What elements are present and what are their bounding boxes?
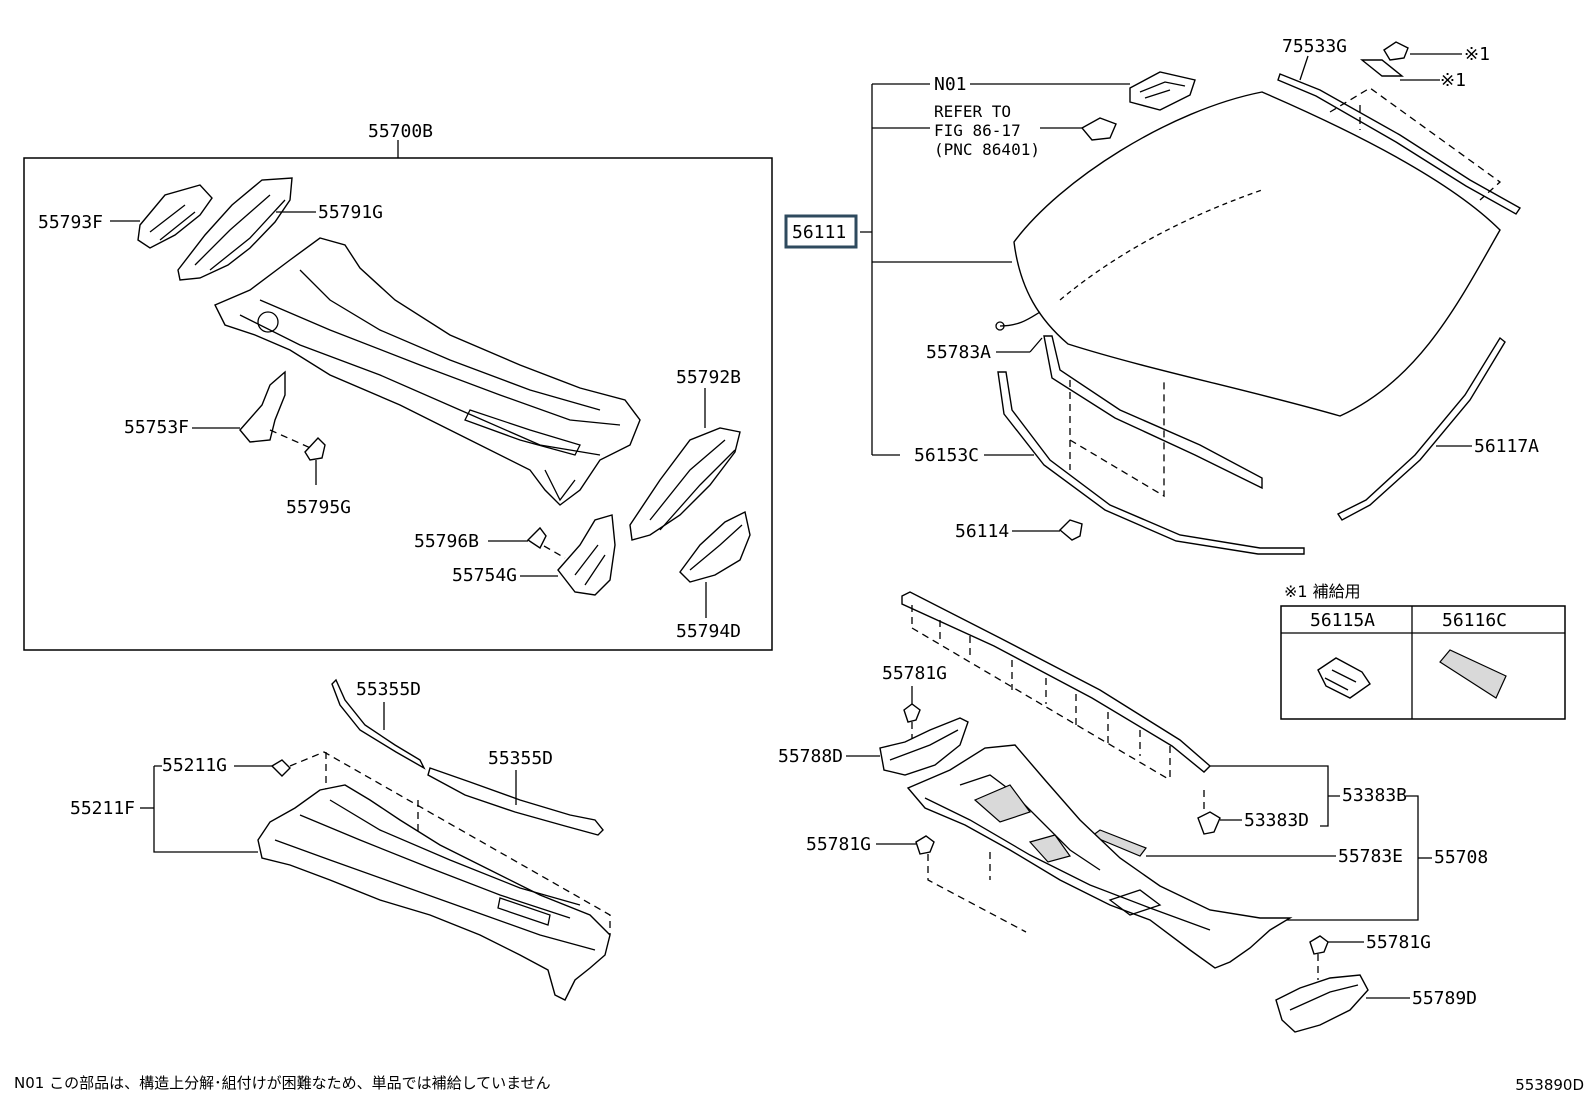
supply-table: [1280, 605, 1566, 720]
label-56117A[interactable]: 56117A: [1474, 436, 1539, 457]
cowl-panel-main-drawing: [214, 237, 641, 506]
seal-55783E-drawing: [1090, 829, 1147, 857]
clip-56114-drawing: [1058, 519, 1083, 541]
label-55781G-upper[interactable]: 55781G: [882, 663, 947, 684]
bracket-55794D-drawing: [679, 510, 751, 583]
refer-line-2: FIG 86-17: [934, 121, 1021, 140]
label-55791G[interactable]: 55791G: [318, 202, 383, 223]
clip-55781G-middle-drawing: [915, 835, 935, 855]
clip-55211G-drawing: [270, 759, 291, 777]
footnote-N01: N01 この部品は、構造上分解･組付けが困難なため、単品では補給していません: [14, 1074, 551, 1092]
bracket-55789D-drawing: [1275, 974, 1369, 1033]
molding-56153C-drawing: [997, 371, 1305, 555]
label-55754G[interactable]: 55754G: [452, 565, 517, 586]
supply-note: ※1 補給用: [1284, 582, 1361, 601]
label-55753F[interactable]: 55753F: [124, 417, 189, 438]
molding-75533G-drawing: [1277, 73, 1522, 215]
label-55781G-lower[interactable]: 55781G: [1366, 932, 1431, 953]
clip-55781G-upper-drawing: [903, 703, 921, 723]
bracket-55788D-drawing: [879, 717, 969, 776]
label-mark1-a[interactable]: ※1: [1464, 44, 1490, 65]
seal-55355D-upper-drawing: [331, 678, 426, 770]
tape-56116C-drawing: [1439, 649, 1507, 699]
bracket-55753F-drawing: [239, 370, 286, 443]
highlight-56111: [784, 214, 858, 249]
label-75533G[interactable]: 75533G: [1282, 36, 1347, 57]
label-55793F[interactable]: 55793F: [38, 212, 103, 233]
label-55700B[interactable]: 55700B: [368, 121, 433, 142]
label-56114[interactable]: 56114: [955, 521, 1009, 542]
bracket-55754G-drawing: [557, 514, 616, 596]
sensor-bracket-N01-drawing: [1129, 71, 1196, 111]
label-56111[interactable]: 56111: [792, 222, 846, 243]
bracket-55792B-drawing: [629, 427, 741, 541]
seal-55783A-drawing: [1043, 335, 1263, 490]
label-55794D[interactable]: 55794D: [676, 621, 741, 642]
label-55708[interactable]: 55708: [1434, 847, 1488, 868]
refer-line-1: REFER TO: [934, 102, 1011, 121]
label-55795G[interactable]: 55795G: [286, 497, 351, 518]
clip-mark1-drawing: [1383, 41, 1409, 61]
label-55788D[interactable]: 55788D: [778, 746, 843, 767]
label-mark1-b[interactable]: ※1: [1440, 70, 1466, 91]
label-55796B[interactable]: 55796B: [414, 531, 479, 552]
clip-55795G-drawing: [304, 436, 326, 461]
label-56116C[interactable]: 56116C: [1442, 610, 1507, 631]
bracket-55793F-drawing: [137, 184, 213, 249]
windshield-glass-56111-drawing: [1013, 91, 1501, 417]
bracket-55791G-drawing: [177, 177, 293, 281]
label-53383B[interactable]: 53383B: [1342, 785, 1407, 806]
clip-56115A-drawing: [1317, 657, 1371, 699]
label-55211F[interactable]: 55211F: [70, 798, 135, 819]
label-55781G-middle[interactable]: 55781G: [806, 834, 871, 855]
label-55783A[interactable]: 55783A: [926, 342, 991, 363]
clip-53383D-drawing: [1197, 811, 1221, 835]
label-55211G[interactable]: 55211G: [162, 755, 227, 776]
label-55783E[interactable]: 55783E: [1338, 846, 1403, 867]
label-55789D[interactable]: 55789D: [1412, 988, 1477, 1009]
label-55792B[interactable]: 55792B: [676, 367, 741, 388]
molding-56117A-drawing: [1336, 336, 1506, 521]
label-55355D-upper[interactable]: 55355D: [356, 679, 421, 700]
label-55355D-lower[interactable]: 55355D: [488, 748, 553, 769]
label-53383D[interactable]: 53383D: [1244, 810, 1309, 831]
insulator-55211F-drawing: [257, 784, 611, 1001]
sensor-cover-drawing: [1080, 117, 1117, 141]
label-56153C[interactable]: 56153C: [914, 445, 979, 466]
label-N01[interactable]: N01: [934, 74, 967, 95]
figure-code: 553890D: [1515, 1076, 1584, 1094]
seal-53383B-drawing: [901, 591, 1212, 773]
tape-mark1-drawing: [1360, 59, 1404, 77]
clip-55796B-drawing: [526, 526, 547, 550]
clip-55781G-lower-drawing: [1309, 935, 1329, 955]
label-56115A[interactable]: 56115A: [1310, 610, 1375, 631]
refer-line-3: (PNC 86401): [934, 140, 1040, 159]
